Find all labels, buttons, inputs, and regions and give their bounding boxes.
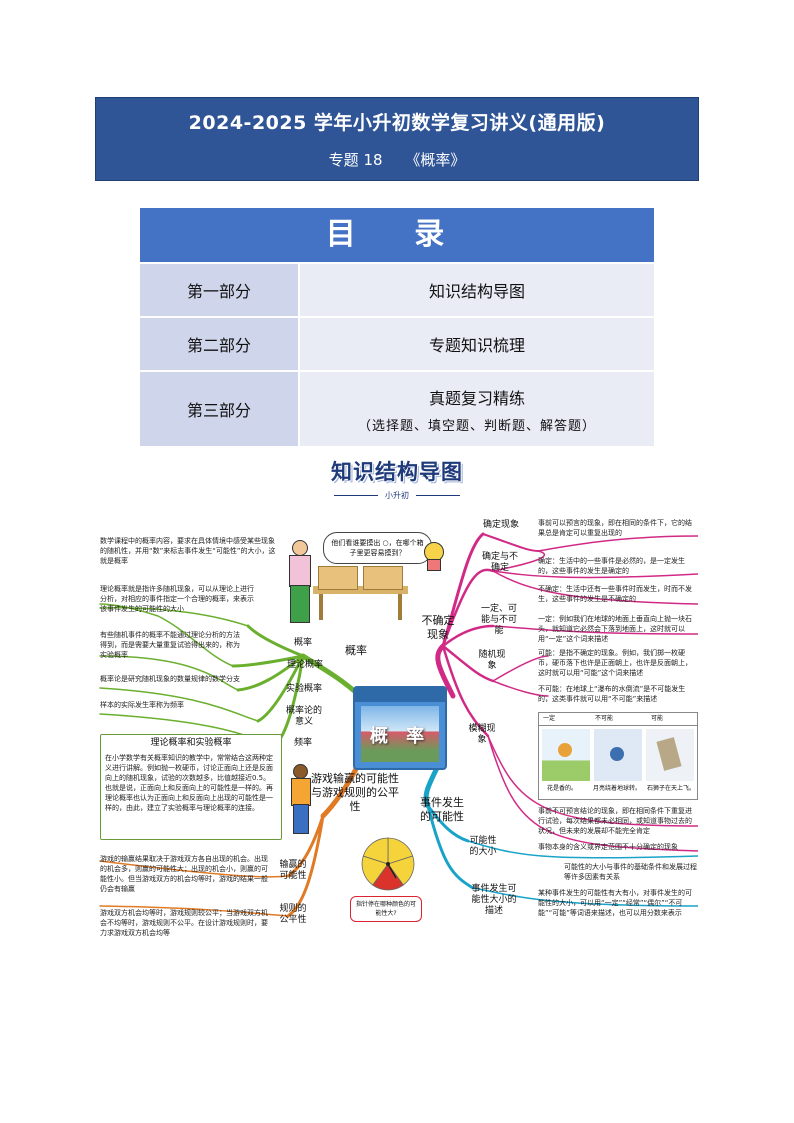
- branch-youxi: 游戏输赢的可能性与游戏规则的公平性: [311, 772, 399, 813]
- toc-part: 第二部分: [138, 316, 300, 372]
- example-strip: 一定 不可能 可能 花是香的。 月亮绕着地球转。 石狮子在天上飞。: [538, 712, 698, 800]
- center-picture: [361, 706, 439, 762]
- branch-shijian: 事件发生的可能性: [420, 796, 464, 823]
- toc-content: 真题复习精练: [428, 388, 525, 408]
- label-lilun: 理论概率: [286, 660, 323, 670]
- branch-buqueding: 不确定现象: [421, 614, 455, 641]
- mindmap-title: 知识结构导图 小升初: [322, 456, 472, 504]
- strip-caption: 月亮绕着地球转。: [593, 785, 642, 792]
- note-guize: 游戏双方机会均等时，游戏规则较公平；当游戏双方机会不均等时，游戏规则不公平。在设…: [100, 909, 268, 937]
- mindmap-branches: [99, 532, 698, 918]
- relation-box-title: 理论概率和实验概率: [150, 738, 232, 748]
- doc-title: 2024-2025 学年小升初数学复习讲义(通用版): [188, 112, 606, 134]
- label-mohu: 模糊现象: [468, 724, 496, 745]
- note-pinlv: 样本的实际发生率称为频率: [100, 701, 184, 709]
- relation-box-text: 在小学数学有关概率知识的教学中，常常结合这两种定义进行讲解。例如抛一枚硬币，讨论…: [105, 754, 273, 812]
- note-lilun: 理论概率就是指许多随机现象，可以从理论上进行分析，对相应的事件指定一个合理的概率…: [100, 585, 254, 613]
- toc-row: 第二部分 专题知识梳理: [138, 316, 656, 372]
- note-shiyan: 有些随机事件的概率不能通过理论分析的方法得到，而是需要大量重复试验得出来的，称为…: [100, 631, 240, 659]
- note-buqueding: 不确定：生活中还有一些事件时而发生，时而不发生，这些事件的发生是不确定的: [538, 585, 692, 603]
- note-yiding: 一定：例如我们在地球的地面上垂直向上抛一块石头，就知道它必然会下落到地面上，这时…: [538, 615, 692, 643]
- toc-content: 知识结构导图: [298, 262, 656, 318]
- flower-picture: [542, 729, 590, 781]
- spinner-wheel: [361, 837, 415, 891]
- doc-subtitle: 专题 18 《概率》: [96, 149, 698, 170]
- toc-part: 第三部分: [138, 370, 300, 448]
- mindmap-subtitle: 小升初: [322, 490, 472, 501]
- speech-bubble: 他们看谁要摸出 ○，在哪个箱子里更容易摸到？: [323, 532, 432, 564]
- toc-heading: 目 录: [138, 206, 656, 264]
- branch-gailv: 概率: [345, 644, 367, 657]
- label-yiyi: 概率论的意义: [286, 706, 323, 727]
- kid-figure: [290, 764, 311, 834]
- relation-box: 理论概率和实验概率 在小学数学有关概率知识的教学中，常常结合这两种定义进行讲解。…: [100, 734, 282, 840]
- toc-content-sub: （选择题、填空题、判断题、解答题）: [357, 418, 596, 434]
- note-queding: 事前可以预言的现象，即在相同的条件下，它的结果总是肯定可以重复出现的: [538, 519, 692, 537]
- label-queding-bu: 确定与不确定: [482, 552, 519, 573]
- center-card: 概 率: [353, 686, 447, 770]
- note-keneng: 可能：是指不确定的现象。例如，我们掷一枚硬币，硬币落下也许是正面朝上，也许是反面…: [538, 649, 692, 677]
- note-daxiao: 可能性的大小与事件的基础条件和发展过程等许多因素有关系: [564, 863, 697, 881]
- lion-picture: [646, 729, 694, 781]
- label-daxiao: 可能性的大小: [469, 836, 497, 857]
- spinner-caption: 指针停在哪种颜色的可能性大?: [350, 896, 422, 922]
- mindmap-title-text: 知识结构导图: [331, 460, 463, 484]
- toc-content: 专题知识梳理: [298, 316, 656, 372]
- note-mohu: 事物本身的含义或界定范围不十分确定的现象: [538, 843, 678, 851]
- strip-word: 可能: [651, 715, 664, 722]
- cartoon-creature: [422, 542, 444, 571]
- label-guize: 规则的公平性: [279, 904, 307, 925]
- strip-caption: 花是香的。: [547, 785, 578, 792]
- boy-figure: [286, 540, 312, 626]
- note-shuying: 游戏的输赢结果取决于游戏双方各自出现的机会。出现的机会多，则赢的可能性大；出现的…: [100, 855, 268, 893]
- label-shiyan: 实验概率: [285, 684, 322, 694]
- table-of-contents: 目 录 第一部分 知识结构导图 第二部分 专题知识梳理 第三部分 真题复习精练 …: [138, 206, 656, 448]
- label-queding: 确定现象: [482, 520, 519, 530]
- label-pinlv: 频率: [293, 738, 312, 748]
- moon-picture: [594, 729, 642, 781]
- toc-row: 第一部分 知识结构导图: [138, 262, 656, 318]
- strip-word: 一定: [543, 715, 556, 722]
- label-yiding: 一定、可能与不可能: [480, 604, 517, 636]
- note-gailv: 数学课程中的概率内容，要求在具体情境中感受某些现象的随机性，并用“数”来标志事件…: [100, 537, 276, 565]
- note-suiji: 事前不可预言结论的现象，即在相同条件下重复进行试验，每次结果都未必相同，或知道事…: [538, 807, 692, 835]
- note-yiyi: 概率论是研究随机现象的数量规律的数学分支: [100, 675, 240, 683]
- label-gailv: 概率: [293, 638, 312, 648]
- ball-boxes-illustration: [313, 566, 408, 621]
- toc-part: 第一部分: [138, 262, 300, 318]
- note-bukeneng: 不可能：在地球上“瀑布的水倒流”是不可能发生的，这类事件就可以用“不可能”来描述: [538, 685, 686, 703]
- center-label: 概 率: [369, 726, 431, 747]
- topic-number: 专题 18: [328, 151, 383, 169]
- label-miaoshu: 事件发生可能性大小的描述: [471, 884, 517, 916]
- note-queding-2: 确定：生活中的一些事件是必然的，是一定发生的，这些事件的发生是确定的: [538, 557, 685, 575]
- label-shuying: 输赢的可能性: [279, 860, 307, 881]
- toc-content-cell: 真题复习精练 （选择题、填空题、判断题、解答题）: [298, 370, 656, 448]
- header-banner: 2024-2025 学年小升初数学复习讲义(通用版) 专题 18 《概率》: [95, 97, 699, 181]
- strip-word: 不可能: [595, 715, 614, 722]
- label-suiji: 随机现象: [478, 650, 506, 671]
- topic-name: 《概率》: [405, 151, 466, 169]
- mindmap: 概 率 他们看谁要摸出 ○，在哪个箱子里更容易摸到？: [98, 516, 698, 946]
- note-miaoshu: 某种事件发生的可能性有大有小，对事件发生的可能性的大小，可以用“一定”“经常”“…: [538, 889, 692, 917]
- strip-caption: 石狮子在天上飞。: [647, 785, 696, 792]
- toc-row: 第三部分 真题复习精练 （选择题、填空题、判断题、解答题）: [138, 370, 656, 448]
